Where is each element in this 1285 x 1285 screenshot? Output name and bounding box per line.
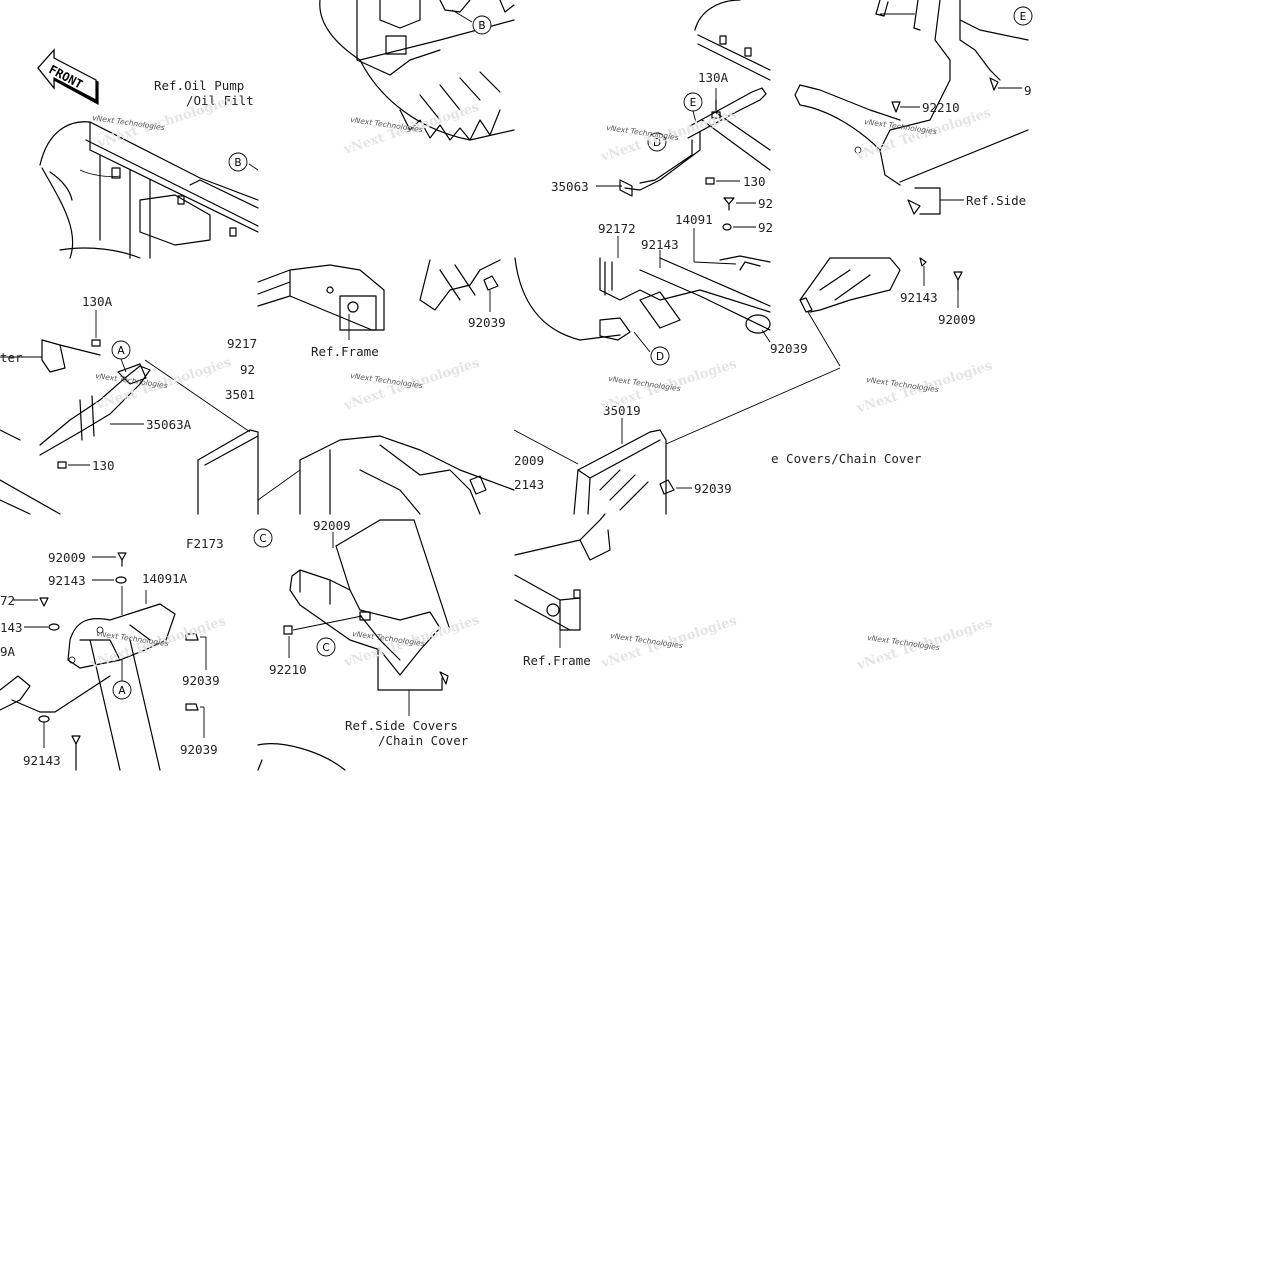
part-72-cut: 72 <box>0 593 15 608</box>
ref-side-b: Ref.Side <box>966 193 1026 208</box>
part-92039-right: 92039 <box>770 341 808 356</box>
part-92039-left-a: 92039 <box>182 673 220 688</box>
part-92039-left-b: 92039 <box>180 742 218 757</box>
tile-side-fasteners: 92143 92009 e Covers/Chain Cover vNext T… <box>771 257 994 466</box>
part-92143-bottom: 92143 <box>23 753 61 768</box>
part-92172-top: 92172 <box>598 221 636 236</box>
part-92172-cut: 9217 <box>227 336 257 351</box>
tile-cover-14091a: F2173 92009 92143 14091A 72 143 9A 92039… <box>0 536 228 771</box>
part-9a-cut: 9A <box>0 644 16 659</box>
part-14091a: 14091A <box>142 571 188 586</box>
tile-cooler-bracket: ter 130A 130 35063A A 9217 92 3501 vNext… <box>0 294 259 515</box>
part-92-cut-c: 92 <box>240 362 255 377</box>
tile-frame-bottom: Ref.Frame vNext Technologies vNext Techn… <box>514 513 739 672</box>
ref-frame-a: Ref.Frame <box>311 344 379 359</box>
part-92-cut-b: 92 <box>758 220 773 235</box>
callout-d: D <box>653 137 661 149</box>
part-92009-right: 92009 <box>938 312 976 327</box>
part-143-cut: 143 <box>0 620 23 635</box>
tile-guard-35019: 92172 92143 14091 92039 D 35019 92039 20… <box>513 212 841 515</box>
tile-radiator: B vNext Technologies vNext Technologies <box>319 0 515 158</box>
part-130a-left: 130A <box>82 294 113 309</box>
tile-watermark-only: vNext Technologies vNext Technologies <box>854 615 994 673</box>
tile-frame-radiator: Ref.Frame 92039 vNext Technologies vNext… <box>257 259 515 515</box>
part-92039-bottom: 92039 <box>694 481 732 496</box>
ref-chain-cover-a: /Chain Cover <box>378 733 469 748</box>
ref-side-covers-a: Ref.Side Covers <box>345 718 458 733</box>
part-130-right: 130 <box>743 174 766 189</box>
part-35063a: 35063A <box>146 417 192 432</box>
callout-c-top: C <box>259 533 266 545</box>
ref-covers-chain-c: e Covers/Chain Cover <box>771 451 922 466</box>
part-92009-mid: 92009 <box>313 518 351 533</box>
front-arrow-icon: FRONT <box>37 48 99 106</box>
part-92210-left: 92210 <box>269 662 307 677</box>
part-92143-top: 92143 <box>641 237 679 252</box>
ref-cooler-cut: ter <box>0 350 23 365</box>
callout-a-2: A <box>118 685 126 697</box>
part-92009-left: 92009 <box>48 550 86 565</box>
part-3501: 3501 <box>225 387 255 402</box>
tile-side-cover-c: C 92009 92210 C Ref.Side Covers /Chain C… <box>253 518 481 771</box>
part-2143-cut: 2143 <box>514 477 544 492</box>
part-35019: 35019 <box>603 403 641 418</box>
tile-guard-bracket: 130A 130 35063 D E 92 92 vNext Technolog… <box>551 0 773 235</box>
part-92143-right: 92143 <box>900 290 938 305</box>
callout-e: E <box>690 97 697 109</box>
callout-e-2: E <box>1020 11 1027 23</box>
callout-b-2: B <box>478 20 485 32</box>
ref-oil-pump: Ref.Oil Pump <box>154 78 244 93</box>
callout-d-2: D <box>656 351 664 363</box>
callout-a: A <box>117 345 125 357</box>
tile-side-cover: E 9 92210 Ref.Side vNext Technologies vN… <box>794 0 1033 215</box>
tile-front-frame: FRONT B Ref.Oil Pump /Oil Filt vNext Tec… <box>37 48 259 259</box>
part-14091: 14091 <box>675 212 713 227</box>
part-92-cut-a: 92 <box>758 196 773 211</box>
callout-c: C <box>322 642 329 654</box>
part-9-cut: 9 <box>1024 83 1032 98</box>
part-130-left: 130 <box>92 458 115 473</box>
ref-oil-filt: /Oil Filt <box>186 93 254 108</box>
figure-code: F2173 <box>186 536 224 551</box>
part-92143-left: 92143 <box>48 573 86 588</box>
ref-frame-b: Ref.Frame <box>523 653 591 668</box>
part-92210-top: 92210 <box>922 100 960 115</box>
part-2009-cut: 2009 <box>514 453 544 468</box>
part-92039-mid: 92039 <box>468 315 506 330</box>
part-130a-top: 130A <box>698 70 729 85</box>
callout-b: B <box>234 157 241 169</box>
part-35063: 35063 <box>551 179 589 194</box>
